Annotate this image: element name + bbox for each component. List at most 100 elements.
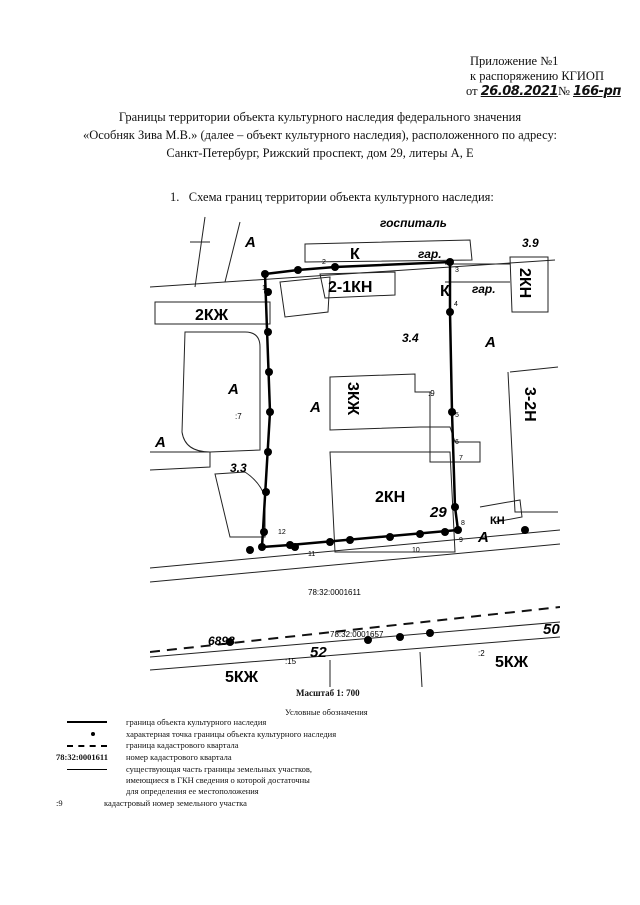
heritage-boundary-line	[260, 260, 460, 549]
label-a: А	[244, 234, 256, 251]
building-2kn-right	[509, 256, 549, 313]
building-3-2n	[507, 366, 559, 513]
boundary-point-label: 11	[308, 551, 315, 558]
legend-symbol-dot	[91, 732, 95, 736]
boundary-point-label: 8	[461, 520, 465, 527]
map-dot	[416, 530, 424, 538]
map-dot	[346, 536, 354, 544]
map-dot	[246, 546, 254, 554]
building-kn	[479, 499, 523, 523]
boundary-point-label: 10	[412, 547, 420, 554]
label-2kn: 2КН	[375, 489, 405, 506]
cadastral-quarter-1657: 78:32:0001657	[330, 630, 384, 639]
map-line	[190, 216, 241, 288]
south-parcel-lines	[329, 651, 423, 687]
label-a: А	[227, 381, 239, 398]
map-dot	[521, 526, 529, 534]
parcel-number-7: :7	[235, 412, 242, 421]
cadastral-quarter-boundary	[150, 606, 560, 653]
legend-title: Условные обозначения	[285, 707, 368, 717]
appendix-order: к распоряжению КГИОП	[470, 69, 604, 83]
legend-item-text: кадастровый номер земельного участка	[104, 798, 247, 808]
house-number-50: 50	[543, 621, 560, 638]
map-dot	[446, 258, 454, 266]
courtyard	[279, 276, 331, 318]
map-dot	[260, 528, 268, 536]
label-k: К	[440, 283, 450, 300]
map-dot	[258, 543, 266, 551]
label-2kn-rotated: 2КН	[516, 268, 533, 298]
house-number-29: 29	[429, 504, 447, 521]
label-kn: КН	[490, 515, 505, 527]
building-hospital-annex	[304, 239, 473, 263]
map-dot	[264, 448, 272, 456]
building-2kzh	[154, 301, 271, 325]
parcel-number-15: :15	[285, 657, 297, 666]
boundary-point-label: 9	[459, 537, 463, 544]
legend-symbol-quarter-number: 78:32:0001611	[56, 752, 108, 762]
legend-symbol-thin-line	[67, 769, 107, 770]
street-lines-south	[150, 621, 560, 671]
legend-item-text: характерная точка границы объекта культу…	[126, 729, 337, 739]
boundary-map: А А А А А А 29 52 50 госпиталь гар. гар.…	[150, 216, 560, 687]
boundary-point-label: 1	[262, 285, 266, 292]
parcel-7-outline	[181, 331, 261, 453]
map-dot	[264, 288, 272, 296]
building-2-1kn	[319, 271, 396, 299]
map-blocks	[150, 451, 266, 538]
label-k: К	[350, 246, 360, 263]
label-5kzh: 5КЖ	[495, 654, 529, 671]
legend-item-text: граница объекта культурного наследия	[126, 717, 267, 727]
map-dot	[265, 368, 273, 376]
street-lines	[150, 529, 560, 583]
building-3kzh	[329, 373, 481, 463]
label-a: А	[154, 434, 166, 451]
title-line-1: Границы территории объекта культурного н…	[118, 110, 522, 124]
elevation-3-3: 3.3	[230, 461, 247, 475]
legend-item-text: существующая часть границы земельных уча…	[126, 764, 313, 774]
parcel-number-2: :2	[478, 649, 485, 658]
legend-item-text: номер кадастрового квартала	[126, 752, 232, 762]
label-2-1kn: 2-1КН	[328, 279, 372, 296]
boundary-point-label: 2	[322, 259, 326, 266]
map-dot	[448, 408, 456, 416]
map-dot	[291, 543, 299, 551]
handwritten-number: 166-рп	[573, 84, 621, 99]
legend-item-text: для определения ее местоположения	[126, 786, 259, 796]
appendix-title: Приложение №1	[470, 54, 559, 68]
map-dot	[262, 488, 270, 496]
boundary-point-label: 7	[459, 455, 463, 462]
map-dot	[331, 263, 339, 271]
boundary-point-label: 6	[455, 439, 459, 446]
garage-lines	[445, 263, 510, 283]
map-dot	[226, 638, 234, 646]
label-a: А	[484, 334, 496, 351]
label-garage: гар.	[418, 247, 442, 261]
map-dot	[294, 266, 302, 274]
legend-item-text: граница кадастрового квартала	[126, 740, 239, 750]
map-dot	[326, 538, 334, 546]
boundary-point-label: 12	[278, 529, 286, 536]
map-dot	[454, 526, 462, 534]
parcel-number-9: :9	[428, 389, 435, 398]
boundary-point-label: 5	[455, 412, 459, 419]
label-2kzh: 2КЖ	[195, 307, 229, 324]
elevation-3-4: 3.4	[402, 331, 419, 345]
map-dot	[364, 636, 372, 644]
map-dot	[261, 270, 269, 278]
number-prefix: №	[557, 84, 570, 98]
cadastral-quarter-1611: 78:32:0001611	[308, 588, 361, 597]
label-hospital: госпиталь	[380, 216, 447, 230]
legend-symbol-dashed-line	[67, 745, 107, 747]
label-3kzh: 3КЖ	[344, 382, 361, 416]
map-dot	[266, 408, 274, 416]
title-line-2: «Особняк Зива М.В.» (далее – объект куль…	[82, 128, 558, 142]
section-heading: 1. Схема границ территории объекта культ…	[170, 190, 494, 205]
label-a: А	[309, 399, 321, 416]
boundary-point-label: 4	[454, 301, 458, 308]
map-dot	[451, 503, 459, 511]
section-label: Схема границ территории объекта культурн…	[188, 190, 494, 204]
boundary-point-label: 3	[455, 267, 459, 274]
label-5kzh: 5КЖ	[225, 669, 259, 686]
map-dot	[264, 328, 272, 336]
